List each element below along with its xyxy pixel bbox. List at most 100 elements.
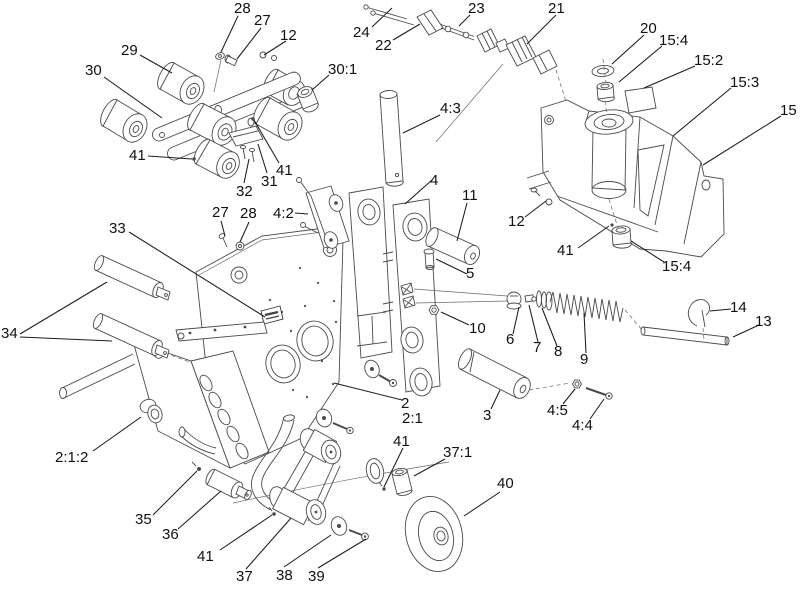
callout-4:4: 4:4 <box>572 417 593 434</box>
flange-bar <box>175 321 268 342</box>
arm-hub <box>299 428 342 465</box>
leader-line-24 <box>371 7 393 28</box>
screw <box>378 374 397 387</box>
bearing-hole <box>296 320 334 362</box>
leader-line-2 <box>333 382 403 401</box>
leader-line-41 <box>577 225 610 249</box>
callout-2: 2 <box>401 395 410 412</box>
leader-line-41 <box>253 119 280 164</box>
leader-line-4 <box>404 179 433 205</box>
idler-arm-assembly <box>232 408 464 572</box>
callout-41: 41 <box>557 242 574 259</box>
leader-line-29 <box>139 54 173 74</box>
leader-line-30:1 <box>311 74 330 91</box>
washer-stack <box>536 290 547 309</box>
pivot-block <box>400 282 416 309</box>
leader-line-41 <box>219 514 273 551</box>
callout-41: 41 <box>197 548 214 565</box>
leader-line-37 <box>245 517 292 570</box>
leader-line-39 <box>317 538 367 569</box>
leader-line-4:4 <box>589 398 605 420</box>
leader-lines <box>19 7 782 570</box>
arm-hub <box>269 486 327 526</box>
rivet-dots <box>268 266 338 399</box>
curved-tube <box>250 414 295 511</box>
callout-41: 41 <box>393 433 410 450</box>
main-frame-plate <box>59 177 350 469</box>
callout-10: 10 <box>469 320 486 337</box>
frame-leg-bracket <box>132 340 270 469</box>
callout-28: 28 <box>240 205 257 222</box>
leader-line-7 <box>528 304 539 343</box>
callout-8: 8 <box>554 343 563 360</box>
leader-line-4:2 <box>294 212 309 215</box>
mount-bracket <box>228 125 264 147</box>
bolt <box>332 422 354 435</box>
leader-line-36 <box>177 490 222 530</box>
callout-13: 13 <box>755 313 772 330</box>
housing-weldment <box>526 58 725 258</box>
leader-line-22 <box>392 23 421 41</box>
roller <box>100 98 148 143</box>
callout-32: 32 <box>236 183 253 200</box>
callout-4:5: 4:5 <box>547 402 568 419</box>
bolt <box>348 529 369 541</box>
screw <box>610 223 614 227</box>
callout-30: 30 <box>85 62 102 79</box>
screw <box>251 117 255 121</box>
leader-line-15 <box>702 115 782 166</box>
support-rod <box>457 348 531 399</box>
callout-11: 11 <box>462 187 478 204</box>
bushing <box>611 225 632 249</box>
callout-27: 27 <box>254 12 271 29</box>
leader-line-28 <box>239 221 250 243</box>
bushing <box>296 86 319 113</box>
leader-line-5 <box>435 258 468 275</box>
callout-15:4: 15:4 <box>662 258 692 275</box>
callout-22: 22 <box>375 37 392 54</box>
callout-9: 9 <box>580 351 589 368</box>
roller <box>193 138 240 179</box>
compression-spring <box>545 291 624 323</box>
pivot-pin <box>93 255 171 301</box>
callout-33: 33 <box>109 220 126 237</box>
decal <box>260 305 284 325</box>
leader-line-30 <box>103 76 163 119</box>
leader-line-35 <box>152 470 198 516</box>
coupling <box>532 49 558 75</box>
bushing <box>596 81 615 103</box>
clevis-pin-small <box>423 248 435 270</box>
leader-line-28 <box>220 15 239 53</box>
screw <box>530 187 541 197</box>
leader-line-40 <box>463 491 501 517</box>
pivot-bracket <box>296 177 350 249</box>
hex-nut <box>259 51 267 59</box>
callout-5: 5 <box>466 265 475 282</box>
hex-nut <box>545 198 553 206</box>
screw <box>218 233 228 248</box>
washer <box>330 516 348 536</box>
coupling <box>476 28 500 53</box>
hex-nut <box>428 305 440 315</box>
leader-line-20 <box>611 34 645 65</box>
leader-line-11 <box>456 202 468 242</box>
screw <box>370 10 415 26</box>
callout-35: 35 <box>135 511 152 528</box>
callout-4: 4 <box>430 172 439 189</box>
callout-6: 6 <box>506 331 515 348</box>
callout-21: 21 <box>548 0 565 17</box>
callout-28: 28 <box>234 0 251 17</box>
leader-line-32 <box>243 158 250 184</box>
screw <box>248 147 256 163</box>
housing-hole <box>544 115 554 125</box>
leader-line-41 <box>147 155 193 160</box>
handle-tube <box>379 90 404 187</box>
callout-4:3: 4:3 <box>440 100 461 117</box>
roller <box>187 102 237 146</box>
ball-joint <box>506 291 522 310</box>
washer <box>364 359 380 379</box>
leader-line-14 <box>709 308 732 312</box>
curved-tube <box>178 426 217 455</box>
leader-line-34 <box>19 336 113 342</box>
callout-15:4: 15:4 <box>659 32 689 49</box>
